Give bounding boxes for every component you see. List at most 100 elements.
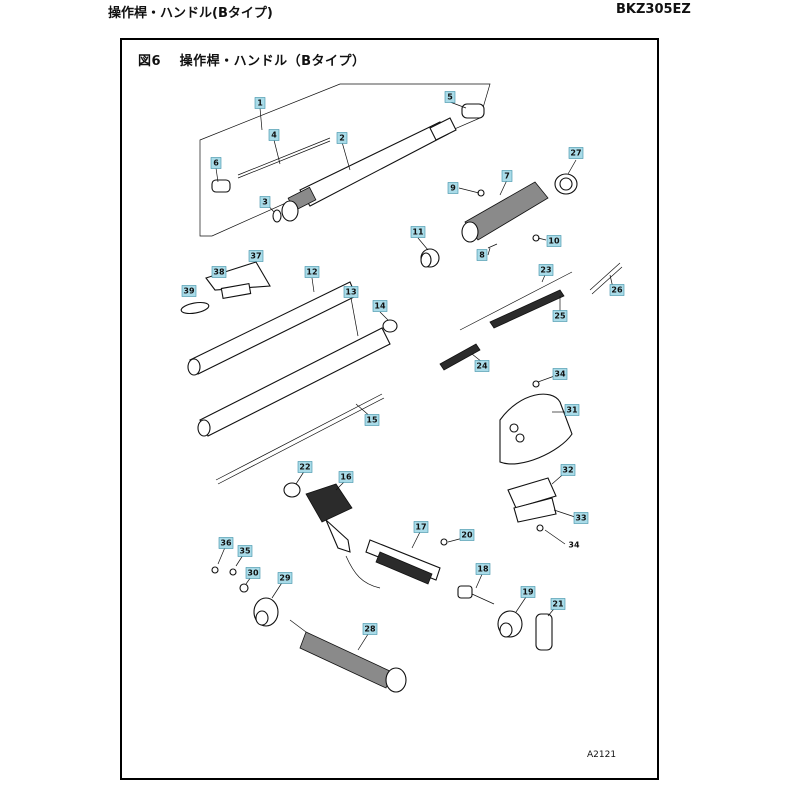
part-label-33: 33 — [573, 512, 589, 524]
label-sticker-38 — [220, 283, 252, 299]
part-label-box — [277, 572, 293, 584]
part-number-text: 12 — [306, 268, 317, 277]
part-label-box — [546, 235, 562, 247]
part-number-text: 8 — [479, 251, 485, 260]
part-number-text: 13 — [345, 288, 356, 297]
part-label-39: 39 — [181, 285, 197, 297]
screw-36 — [211, 566, 219, 574]
part-label-11: 11 — [410, 226, 426, 238]
part-number-text: 35 — [239, 547, 251, 556]
snap-ring — [272, 209, 282, 223]
part-label-4: 4 — [268, 129, 280, 141]
part-label-16: 16 — [338, 471, 354, 483]
part-label-box — [297, 461, 313, 473]
part-label-box — [459, 529, 475, 541]
figure-title: 図6 操作桿・ハンドル（Bタイプ） — [138, 54, 366, 69]
part-number-text: 18 — [477, 565, 489, 574]
handle-grip-28 — [289, 619, 407, 693]
part-label-18: 18 — [475, 563, 491, 575]
part-number-text: 5 — [447, 93, 453, 102]
main-pipe — [281, 121, 449, 222]
part-label-box — [304, 266, 320, 278]
drive-shaft — [237, 137, 331, 176]
part-label-15: 15 — [364, 414, 380, 426]
guard-bolt-34 — [532, 380, 540, 388]
part-label-box — [218, 537, 234, 549]
part-number-text: 15 — [366, 416, 378, 425]
part-number-labels: 1234567891011121314151617181920212223242… — [181, 91, 625, 635]
part-number-text: 34 — [568, 541, 580, 550]
part-label-30: 30 — [245, 567, 261, 579]
part-number-text: 39 — [183, 287, 195, 296]
part-label-box — [520, 586, 536, 598]
part-label-box — [210, 157, 222, 169]
part-number-text: 3 — [262, 198, 268, 207]
part-number-text: 21 — [552, 600, 564, 609]
diagram-reference-code: A2121 — [587, 750, 617, 760]
part-label-box — [254, 97, 266, 109]
part-label-26: 26 — [609, 284, 625, 296]
part-label-box — [444, 91, 456, 103]
figure-frame — [120, 38, 659, 780]
part-label-6: 6 — [210, 157, 222, 169]
part-label-3: 3 — [259, 196, 271, 208]
part-label-box — [501, 170, 513, 182]
part-label-box — [475, 563, 491, 575]
part-label-box — [476, 249, 488, 261]
switch-housing-16 — [305, 483, 381, 589]
part-number-text: 33 — [575, 514, 586, 523]
part-number-text: 1 — [257, 99, 263, 108]
grip-bolt-8 — [487, 243, 498, 249]
part-label-box — [560, 464, 576, 476]
part-label-box — [245, 567, 261, 579]
grip-sleeve — [461, 181, 549, 243]
part-label-box — [552, 368, 568, 380]
part-label-box — [364, 414, 380, 426]
part-label-38: 38 — [211, 266, 227, 278]
part-label-box — [362, 623, 378, 635]
part-label-box — [474, 360, 490, 372]
grip-cap-21 — [535, 613, 553, 651]
part-label-box — [181, 285, 197, 297]
part-number-text: 11 — [412, 228, 424, 237]
grip-screw-20 — [440, 538, 448, 546]
part-label-13: 13 — [343, 286, 359, 298]
threaded-bolt-18 — [457, 585, 495, 605]
part-label-2: 2 — [336, 132, 348, 144]
pipe-cap — [461, 103, 485, 119]
part-label-17: 17 — [413, 521, 429, 533]
clamp-ring-11 — [420, 248, 440, 268]
page-header-title: 操作桿・ハンドル(Bタイプ) — [108, 6, 273, 21]
cable-sleeve-24 — [439, 343, 481, 371]
pipe-end-sleeve — [429, 117, 457, 141]
shaft-assembly-outline — [199, 83, 491, 237]
part-number-text: 20 — [461, 531, 473, 540]
part-label-35: 35 — [237, 545, 253, 557]
part-label-box — [268, 129, 280, 141]
part-number-text: 10 — [548, 237, 560, 246]
part-label-34a: 34 — [552, 368, 568, 380]
part-number-text: 4 — [271, 131, 277, 140]
part-number-text: 29 — [279, 574, 291, 583]
part-number-text: 31 — [566, 406, 578, 415]
part-label-box — [336, 132, 348, 144]
handle-holder-29 — [253, 597, 279, 627]
part-label-37: 37 — [248, 250, 264, 262]
part-number-text: 37 — [250, 252, 261, 261]
part-number-text: 14 — [374, 302, 386, 311]
part-label-10: 10 — [546, 235, 562, 247]
part-label-29: 29 — [277, 572, 293, 584]
part-label-23: 23 — [538, 264, 554, 276]
part-label-box — [609, 284, 625, 296]
part-label-box — [413, 521, 429, 533]
part-number-text: 23 — [540, 266, 551, 275]
part-label-22: 22 — [297, 461, 313, 473]
cable-tube-26 — [589, 262, 621, 291]
part-label-20: 20 — [459, 529, 475, 541]
part-label-1: 1 — [254, 97, 266, 109]
part-label-8: 8 — [476, 249, 488, 261]
spring-35 — [229, 568, 237, 576]
part-label-box — [372, 300, 388, 312]
label-sticker-39 — [180, 301, 210, 315]
